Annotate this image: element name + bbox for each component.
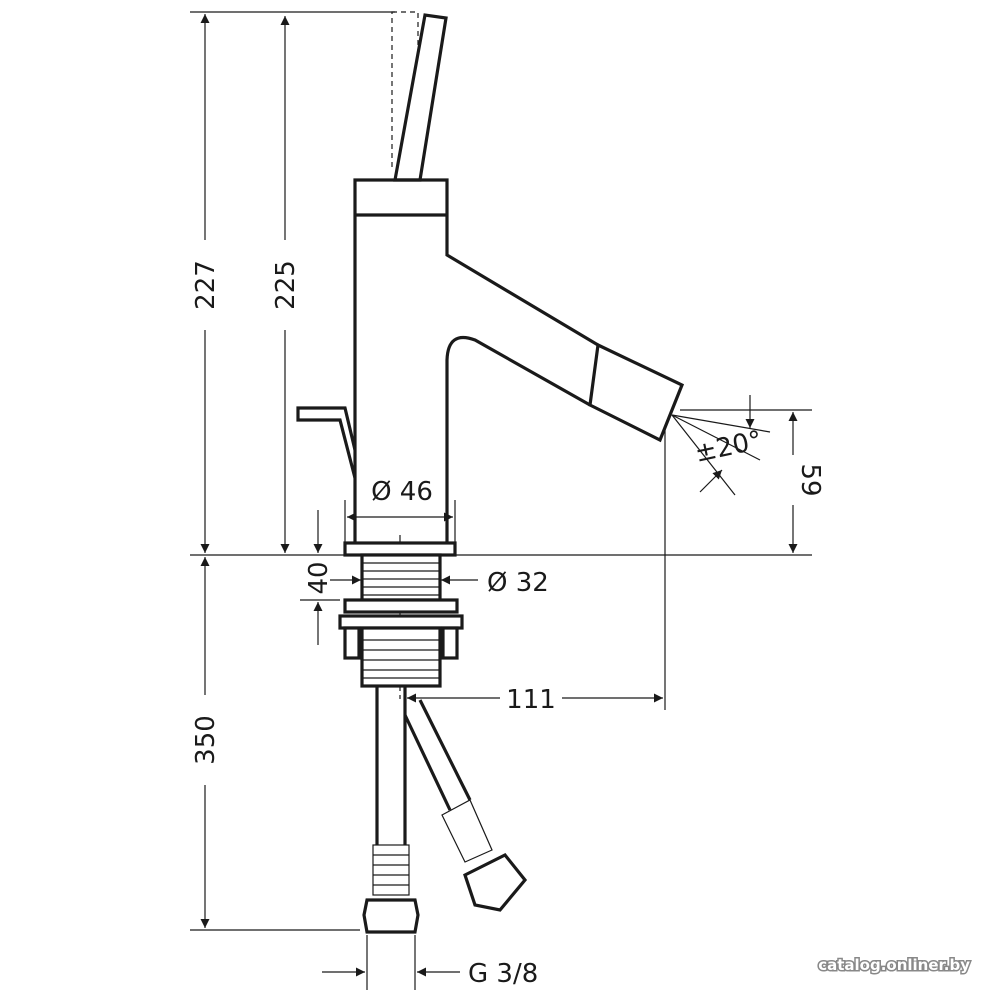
dimension-label-diameter-32: Ø 32 [487,568,549,598]
dimension-diameter-46: Ø 46 [344,477,456,545]
faucet-body [353,178,685,545]
mixer-lever [391,11,448,182]
watermark: catalog.onliner.by [818,956,970,974]
mounting-assembly [338,541,464,688]
dimension-label-40: 40 [304,561,334,594]
connection-hoses [362,686,528,934]
dimension-label-225: 225 [271,260,301,310]
dimension-59: 59 [788,412,825,553]
dimension-label-diameter-46: Ø 46 [371,477,433,507]
dimension-350: 350 [191,557,221,928]
dimension-225: 225 [271,16,301,553]
dimension-227: 227 [191,14,221,553]
dimension-111: 111 [407,685,663,715]
reference-lines [190,11,812,990]
pop-up-rod [296,406,357,479]
dimension-40: 40 [304,510,334,645]
dimension-label-spray-angle: ±20° [692,425,765,468]
dimension-label-59: 59 [795,463,825,496]
dimension-label-227: 227 [191,260,221,310]
dimension-label-thread: G 3/8 [468,959,538,989]
dimension-label-350: 350 [191,715,221,765]
dimension-thread-g38: G 3/8 [322,959,538,989]
dimension-diameter-32: Ø 32 [330,568,549,598]
dimension-label-111: 111 [506,685,556,715]
